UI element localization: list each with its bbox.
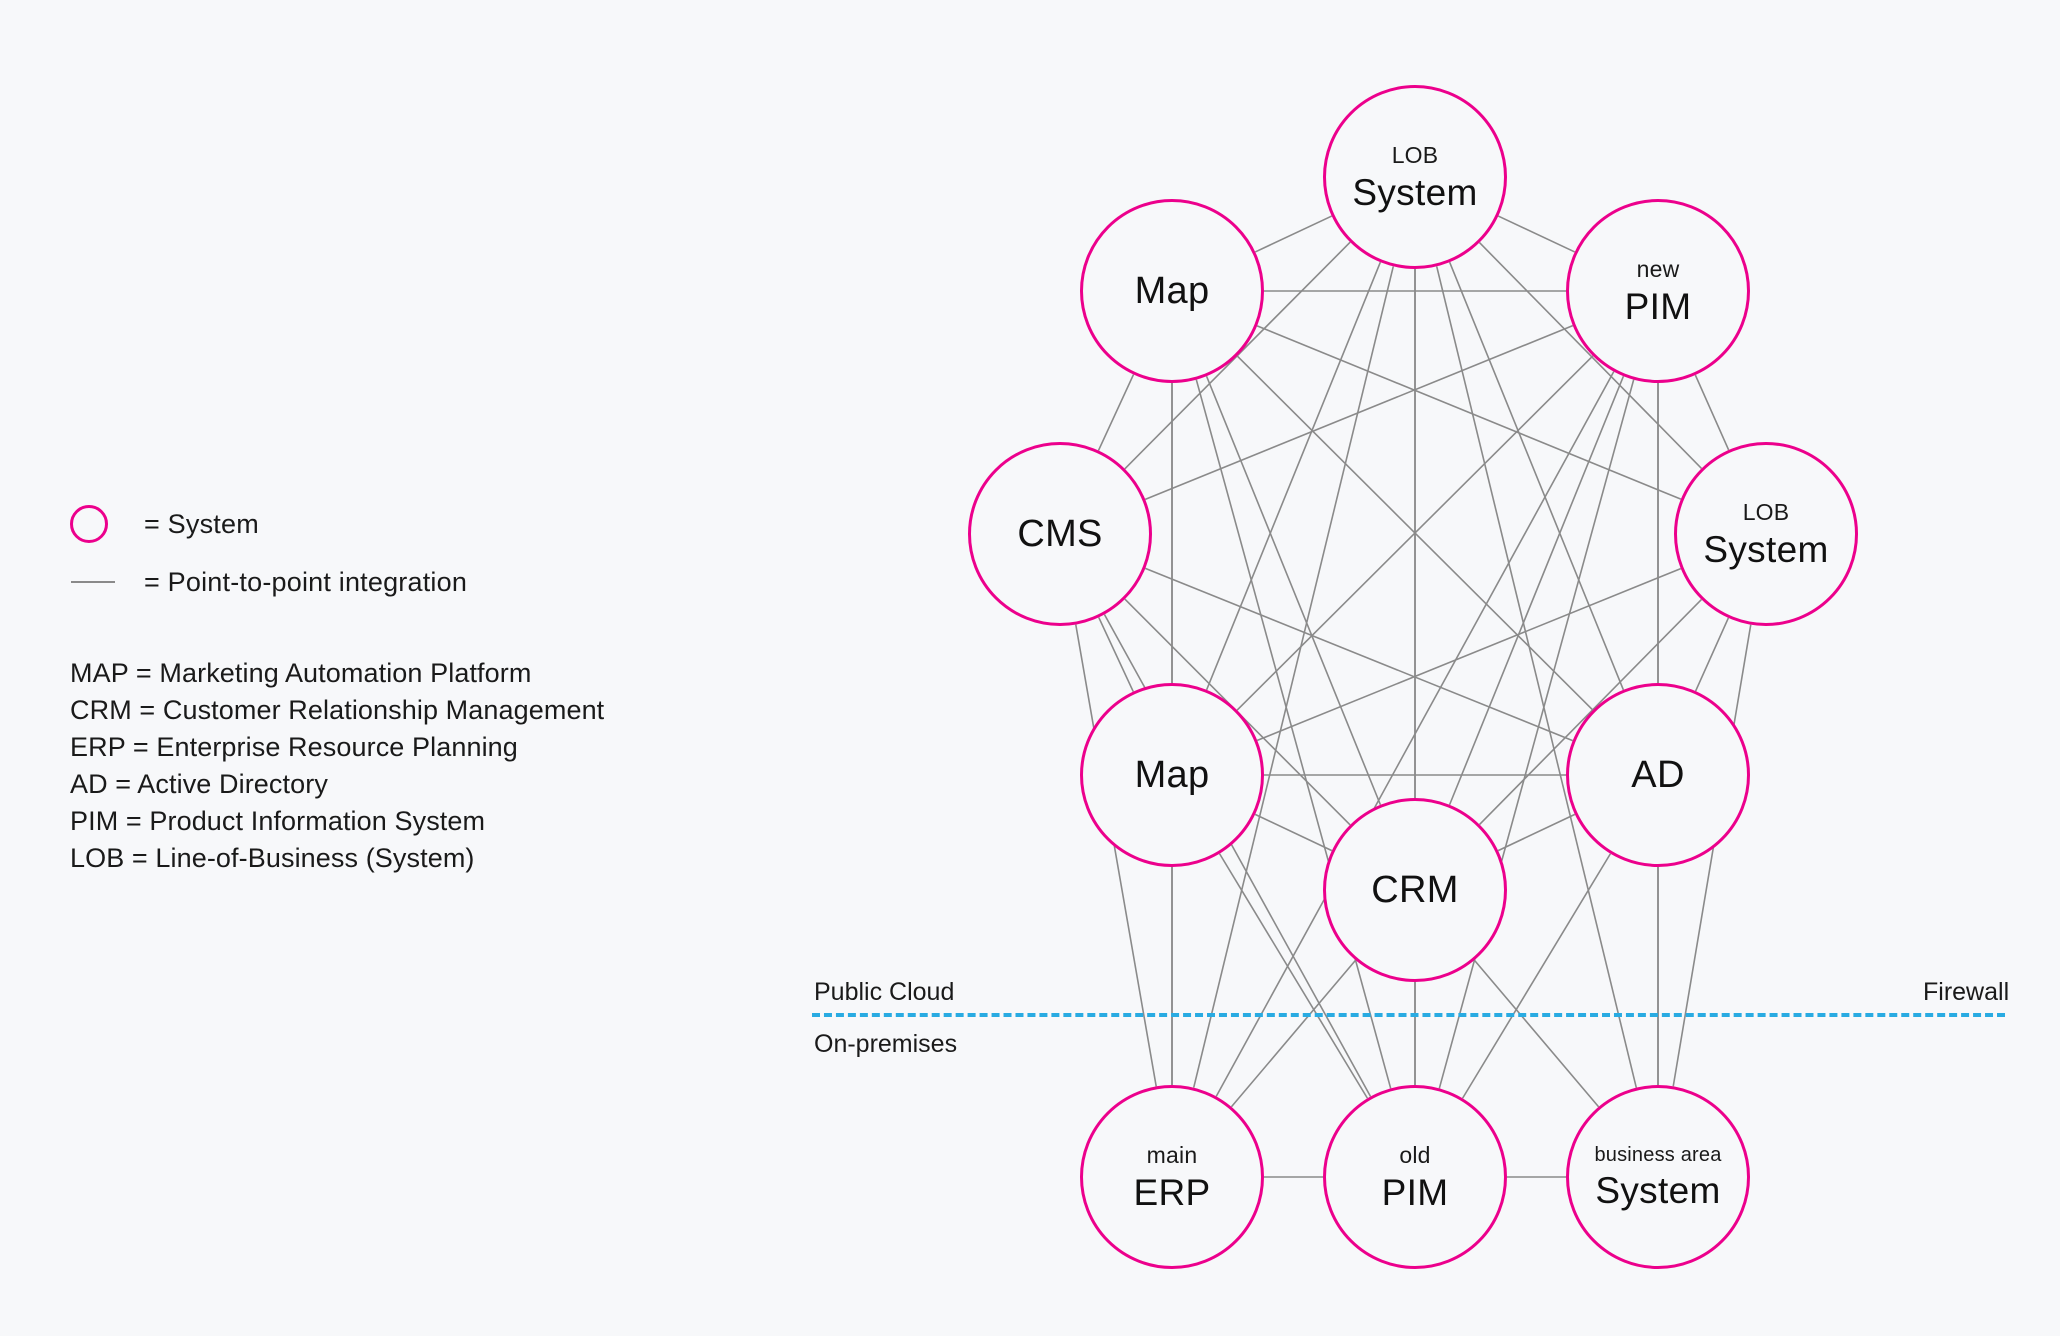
integration-edge xyxy=(1694,617,1730,692)
legend-row-system: = System xyxy=(70,495,710,553)
system-node-crm[interactable]: CRM xyxy=(1323,798,1507,982)
node-label: PIM xyxy=(1624,285,1692,327)
integration-edge xyxy=(1254,215,1333,253)
integration-edge xyxy=(1473,959,1600,1108)
integration-edge xyxy=(1192,266,1395,1088)
integration-edge xyxy=(1438,379,1635,1089)
public-cloud-label: Public Cloud xyxy=(814,978,955,1006)
system-node-cms[interactable]: CMS xyxy=(968,442,1152,626)
integration-edge xyxy=(1448,375,1625,806)
node-sublabel: old xyxy=(1399,1141,1431,1168)
firewall-label: Firewall xyxy=(1923,978,2010,1006)
legend-row-integration: = Point-to-point integration xyxy=(70,553,710,611)
node-sublabel: LOB xyxy=(1742,498,1790,525)
integration-edge xyxy=(1230,959,1357,1108)
node-label: CRM xyxy=(1371,869,1459,911)
integration-edge xyxy=(1497,215,1576,253)
system-node-ad[interactable]: AD xyxy=(1566,683,1750,867)
circle-outline-icon xyxy=(70,505,130,543)
integration-edge xyxy=(1074,624,1158,1087)
integration-edge xyxy=(1461,853,1612,1099)
system-node-lob-right[interactable]: LOB System xyxy=(1674,442,1858,626)
node-label: Map xyxy=(1134,754,1210,796)
integration-edge xyxy=(1254,813,1333,852)
legend: = System = Point-to-point integration xyxy=(70,495,710,611)
node-label: PIM xyxy=(1381,1171,1449,1213)
node-label: Map xyxy=(1134,270,1210,312)
abbreviation-line: CRM = Customer Relationship Management xyxy=(70,695,605,725)
node-sublabel: business area xyxy=(1594,1144,1722,1166)
integration-edge xyxy=(1144,324,1574,501)
node-sublabel: main xyxy=(1146,1141,1198,1168)
integration-edge xyxy=(1098,617,1134,692)
integration-edge xyxy=(1218,853,1369,1099)
line-segment-icon xyxy=(70,581,130,583)
abbreviation-line: AD = Active Directory xyxy=(70,769,328,799)
integration-edge xyxy=(1236,355,1594,711)
firewall-boundary-line xyxy=(812,1013,2005,1017)
node-label: AD xyxy=(1631,754,1685,796)
integration-edge xyxy=(1205,375,1382,806)
integration-edge xyxy=(1672,624,1752,1087)
integration-edge xyxy=(1256,325,1682,500)
node-label: ERP xyxy=(1133,1171,1211,1213)
node-sublabel: new xyxy=(1636,255,1680,282)
abbreviation-line: LOB = Line-of-Business (System) xyxy=(70,843,475,873)
integration-edge xyxy=(1097,374,1135,451)
node-label: CMS xyxy=(1017,513,1103,555)
integration-edge xyxy=(1497,813,1576,852)
system-node-lob-top[interactable]: LOB System xyxy=(1323,85,1507,269)
node-sublabel: LOB xyxy=(1391,141,1439,168)
integration-edge xyxy=(1215,371,1615,1097)
abbreviation-line: ERP = Enterprise Resource Planning xyxy=(70,732,518,762)
integration-edge xyxy=(1478,242,1703,469)
node-label: System xyxy=(1703,528,1829,570)
integration-edge xyxy=(1205,261,1382,691)
on-premises-label: On-premises xyxy=(814,1030,958,1058)
integration-edge xyxy=(1195,379,1392,1089)
integration-edge xyxy=(1448,261,1625,691)
integration-edge xyxy=(1256,567,1682,742)
node-label: System xyxy=(1352,171,1478,213)
integration-edge xyxy=(1145,567,1573,742)
abbreviation-line: PIM = Product Information System xyxy=(70,806,486,836)
integration-edge xyxy=(1435,266,1638,1088)
legend-integration-label: = Point-to-point integration xyxy=(144,566,468,597)
system-node-map-top[interactable]: Map xyxy=(1080,199,1264,383)
abbreviation-line: MAP = Marketing Automation Platform xyxy=(70,658,532,688)
legend-system-label: = System xyxy=(144,508,259,539)
node-label: System xyxy=(1595,1170,1721,1211)
system-node-map-mid[interactable]: Map xyxy=(1080,683,1264,867)
integration-edge xyxy=(1694,374,1730,451)
